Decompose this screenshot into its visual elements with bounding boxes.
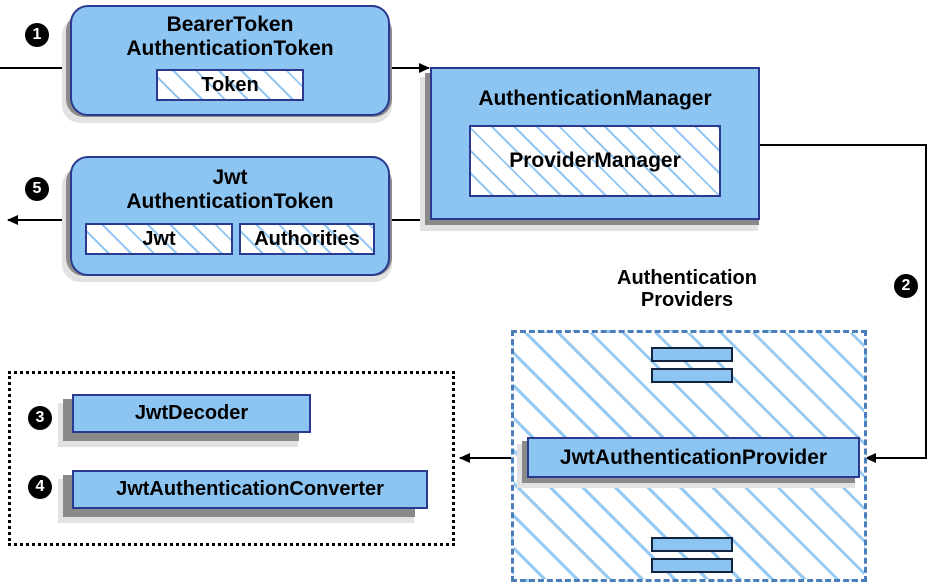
node-jwt-authentication-token[interactable]: Jwt AuthenticationToken Jwt Authorities [70,156,390,276]
sub-jwt: Jwt [85,223,233,256]
provider-bar-bottom-2 [651,558,733,573]
sub-jwt-label: Jwt [142,227,176,250]
step-bullet-5: 5 [25,177,49,201]
node-bearer-token-authentication-token-title: BearerToken AuthenticationToken [126,13,334,60]
authentication-providers-label: Authentication Providers [617,267,757,312]
node-jwt-decoder-title: JwtDecoder [134,402,249,425]
sub-provider-manager-label: ProviderManager [509,148,681,172]
node-jwt-decoder[interactable]: JwtDecoder [72,394,311,433]
sub-token: Token [156,69,304,102]
node-jwt-authentication-provider[interactable]: JwtAuthenticationProvider [527,437,860,478]
sub-authorities: Authorities [239,223,375,256]
sub-provider-manager: ProviderManager [469,124,721,197]
node-jwt-authentication-converter-title: JwtAuthenticationConverter [116,478,384,501]
step-bullet-4: 4 [28,475,52,499]
node-jwt-authentication-provider-title: JwtAuthenticationProvider [559,445,828,469]
step-bullet-1: 1 [25,23,49,47]
provider-bar-bottom-1 [651,537,733,552]
node-authentication-manager-title: AuthenticationManager [478,87,712,110]
sub-authorities-label: Authorities [254,227,360,250]
node-jwt-authentication-converter[interactable]: JwtAuthenticationConverter [72,470,428,509]
step-bullet-3: 3 [28,406,52,430]
node-bearer-token-authentication-token[interactable]: BearerToken AuthenticationToken Token [70,5,390,116]
sub-token-label: Token [201,73,259,96]
jwt-support-group [8,371,455,546]
provider-bar-top-2 [651,368,733,383]
jwt-token-sub-row: Jwt Authorities [85,223,375,256]
provider-bar-top-1 [651,347,733,362]
node-jwt-authentication-token-title: Jwt AuthenticationToken [126,166,334,213]
step-bullet-2: 2 [894,274,918,298]
node-authentication-manager[interactable]: AuthenticationManager ProviderManager [430,67,760,220]
